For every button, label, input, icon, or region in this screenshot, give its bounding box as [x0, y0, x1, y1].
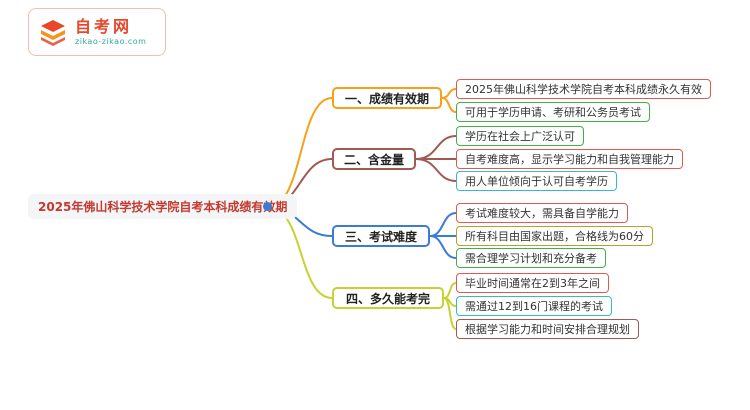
branch-node-1[interactable]: 一、成绩有效期: [332, 87, 442, 109]
leaf-node-2-3[interactable]: 用人单位倾向于认可自考学历: [456, 171, 617, 191]
root-collapse-dot[interactable]: [263, 202, 272, 211]
site-logo[interactable]: 自考网 zikao-zikao.com: [28, 8, 166, 56]
connector-branch1-leaf1: [441, 88, 457, 99]
connector-branch4-leaf1: [443, 282, 457, 299]
logo-url: zikao-zikao.com: [75, 37, 147, 47]
leaf-node-2-1[interactable]: 学历在社会上广泛认可: [456, 126, 584, 146]
graduation-cap-icon: [41, 20, 65, 46]
connector-branch3-leaf1: [429, 212, 457, 237]
leaf-node-3-3[interactable]: 需合理学习计划和充分备考: [456, 248, 606, 268]
leaf-node-3-2[interactable]: 所有科目由国家出题，合格线为60分: [456, 226, 653, 246]
connector-branch2-leaf1: [415, 135, 457, 160]
leaf-node-2-2[interactable]: 自考难度高，显示学习能力和自我管理能力: [456, 149, 683, 169]
leaf-node-1-2[interactable]: 可用于学历申请、考研和公务员考试: [456, 102, 650, 122]
leaf-node-3-1[interactable]: 考试难度较大，需具备自学能力: [456, 203, 628, 223]
logo-text: 自考网 zikao-zikao.com: [75, 18, 146, 47]
leaf-node-4-1[interactable]: 毕业时间通常在2到3年之间: [456, 273, 609, 293]
root-node[interactable]: 2025年佛山科学技术学院自考本科成绩有效期: [28, 194, 298, 219]
connector-branch1-leaf2: [441, 97, 457, 113]
logo-title: 自考网: [75, 16, 133, 36]
connector-branch2-leaf3: [415, 158, 457, 182]
branch-node-3[interactable]: 三、考试难度: [332, 225, 430, 247]
leaf-node-1-1[interactable]: 2025年佛山科学技术学院自考本科成绩永久有效: [456, 79, 711, 99]
connector-branch4-leaf2: [443, 297, 457, 307]
connector-branch3-leaf3: [429, 235, 457, 259]
connector-root-branch1: [267, 97, 333, 208]
branch-node-4[interactable]: 四、多久能考完: [332, 287, 444, 309]
connector-branch4-leaf3: [443, 297, 457, 330]
branch-node-2[interactable]: 二、含金量: [332, 148, 416, 170]
leaf-node-4-3[interactable]: 根据学习能力和时间安排合理规划: [456, 319, 639, 339]
connector-root-branch4: [267, 206, 333, 299]
leaf-node-4-2[interactable]: 需通过12到16门课程的考试: [456, 296, 612, 316]
